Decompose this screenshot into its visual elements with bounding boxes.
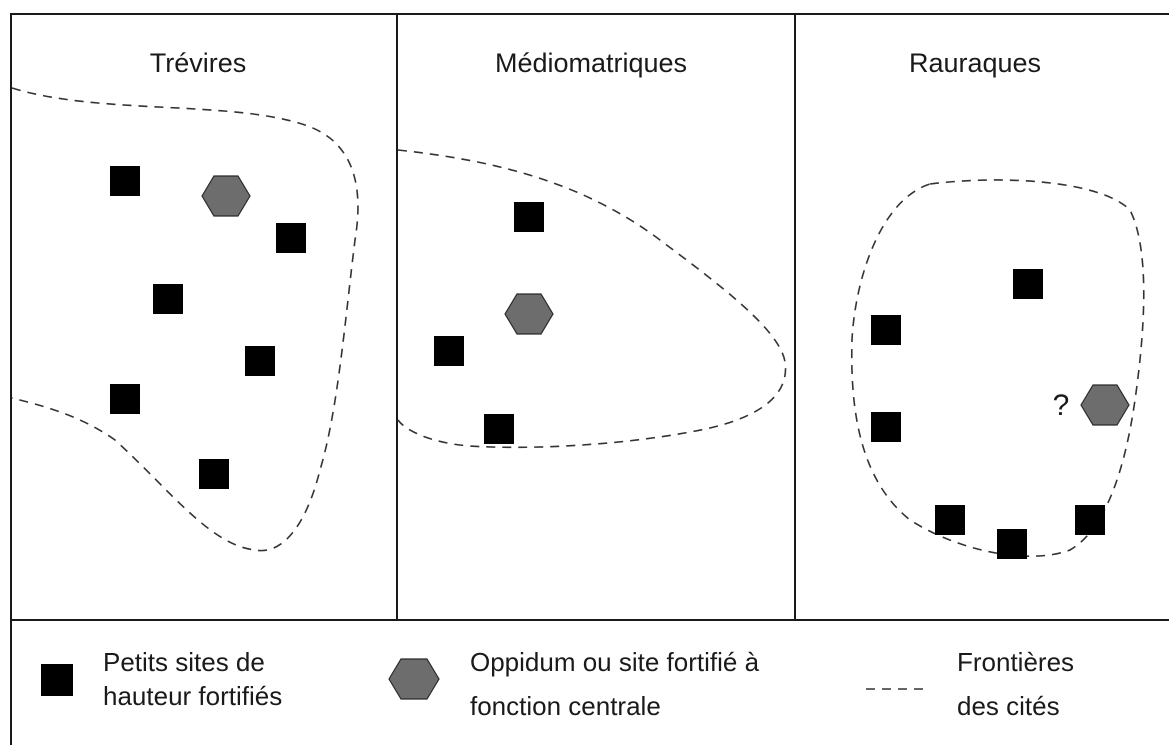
grey-hexagon-icon — [388, 658, 440, 700]
panel-mediomatriques — [397, 149, 787, 449]
small-site-marker — [199, 459, 229, 489]
small-site-marker — [245, 346, 275, 376]
oppidum-marker — [1080, 384, 1130, 426]
legend-oppidum-line1: Oppidum ou site fortifié à — [470, 647, 760, 677]
oppidum-marker — [201, 175, 251, 217]
small-site-marker — [871, 315, 901, 345]
diagram-frame — [10, 13, 1169, 745]
small-site-marker — [1075, 505, 1105, 535]
panel-title-rauraques: Rauraques — [909, 48, 1041, 78]
small-site-marker — [997, 529, 1027, 559]
panel-title-mediomatriques: Médiomatriques — [495, 48, 687, 78]
legend-small-sites-line1: Petits sites de — [103, 647, 265, 677]
small-site-marker — [110, 166, 140, 196]
small-site-marker — [276, 223, 306, 253]
small-site-marker — [434, 336, 464, 366]
city-border-trevires — [11, 87, 359, 552]
small-site-marker — [484, 414, 514, 444]
small-site-marker — [871, 412, 901, 442]
legend-borders-line1: Frontières — [957, 647, 1074, 677]
city-border-mediomatriques — [397, 149, 787, 449]
legend-borders-line2: des cités — [957, 691, 1060, 721]
uncertain-marker: ? — [1053, 389, 1070, 422]
small-site-marker — [110, 384, 140, 414]
panel-trevires — [11, 87, 359, 552]
small-site-marker — [514, 202, 544, 232]
small-site-marker — [1013, 269, 1043, 299]
black-square-icon — [41, 664, 73, 696]
oppidum-marker — [504, 293, 554, 335]
small-site-marker — [153, 284, 183, 314]
legend: Petits sites de hauteur fortifiés Oppidu… — [41, 647, 1074, 721]
city-border-rauraques — [850, 179, 1145, 558]
legend-small-sites-line2: hauteur fortifiés — [103, 681, 282, 711]
small-site-marker — [935, 505, 965, 535]
legend-oppidum-line2: fonction centrale — [470, 691, 661, 721]
panel-title-trevires: Trévires — [150, 48, 247, 78]
panel-rauraques: ? — [850, 179, 1145, 559]
